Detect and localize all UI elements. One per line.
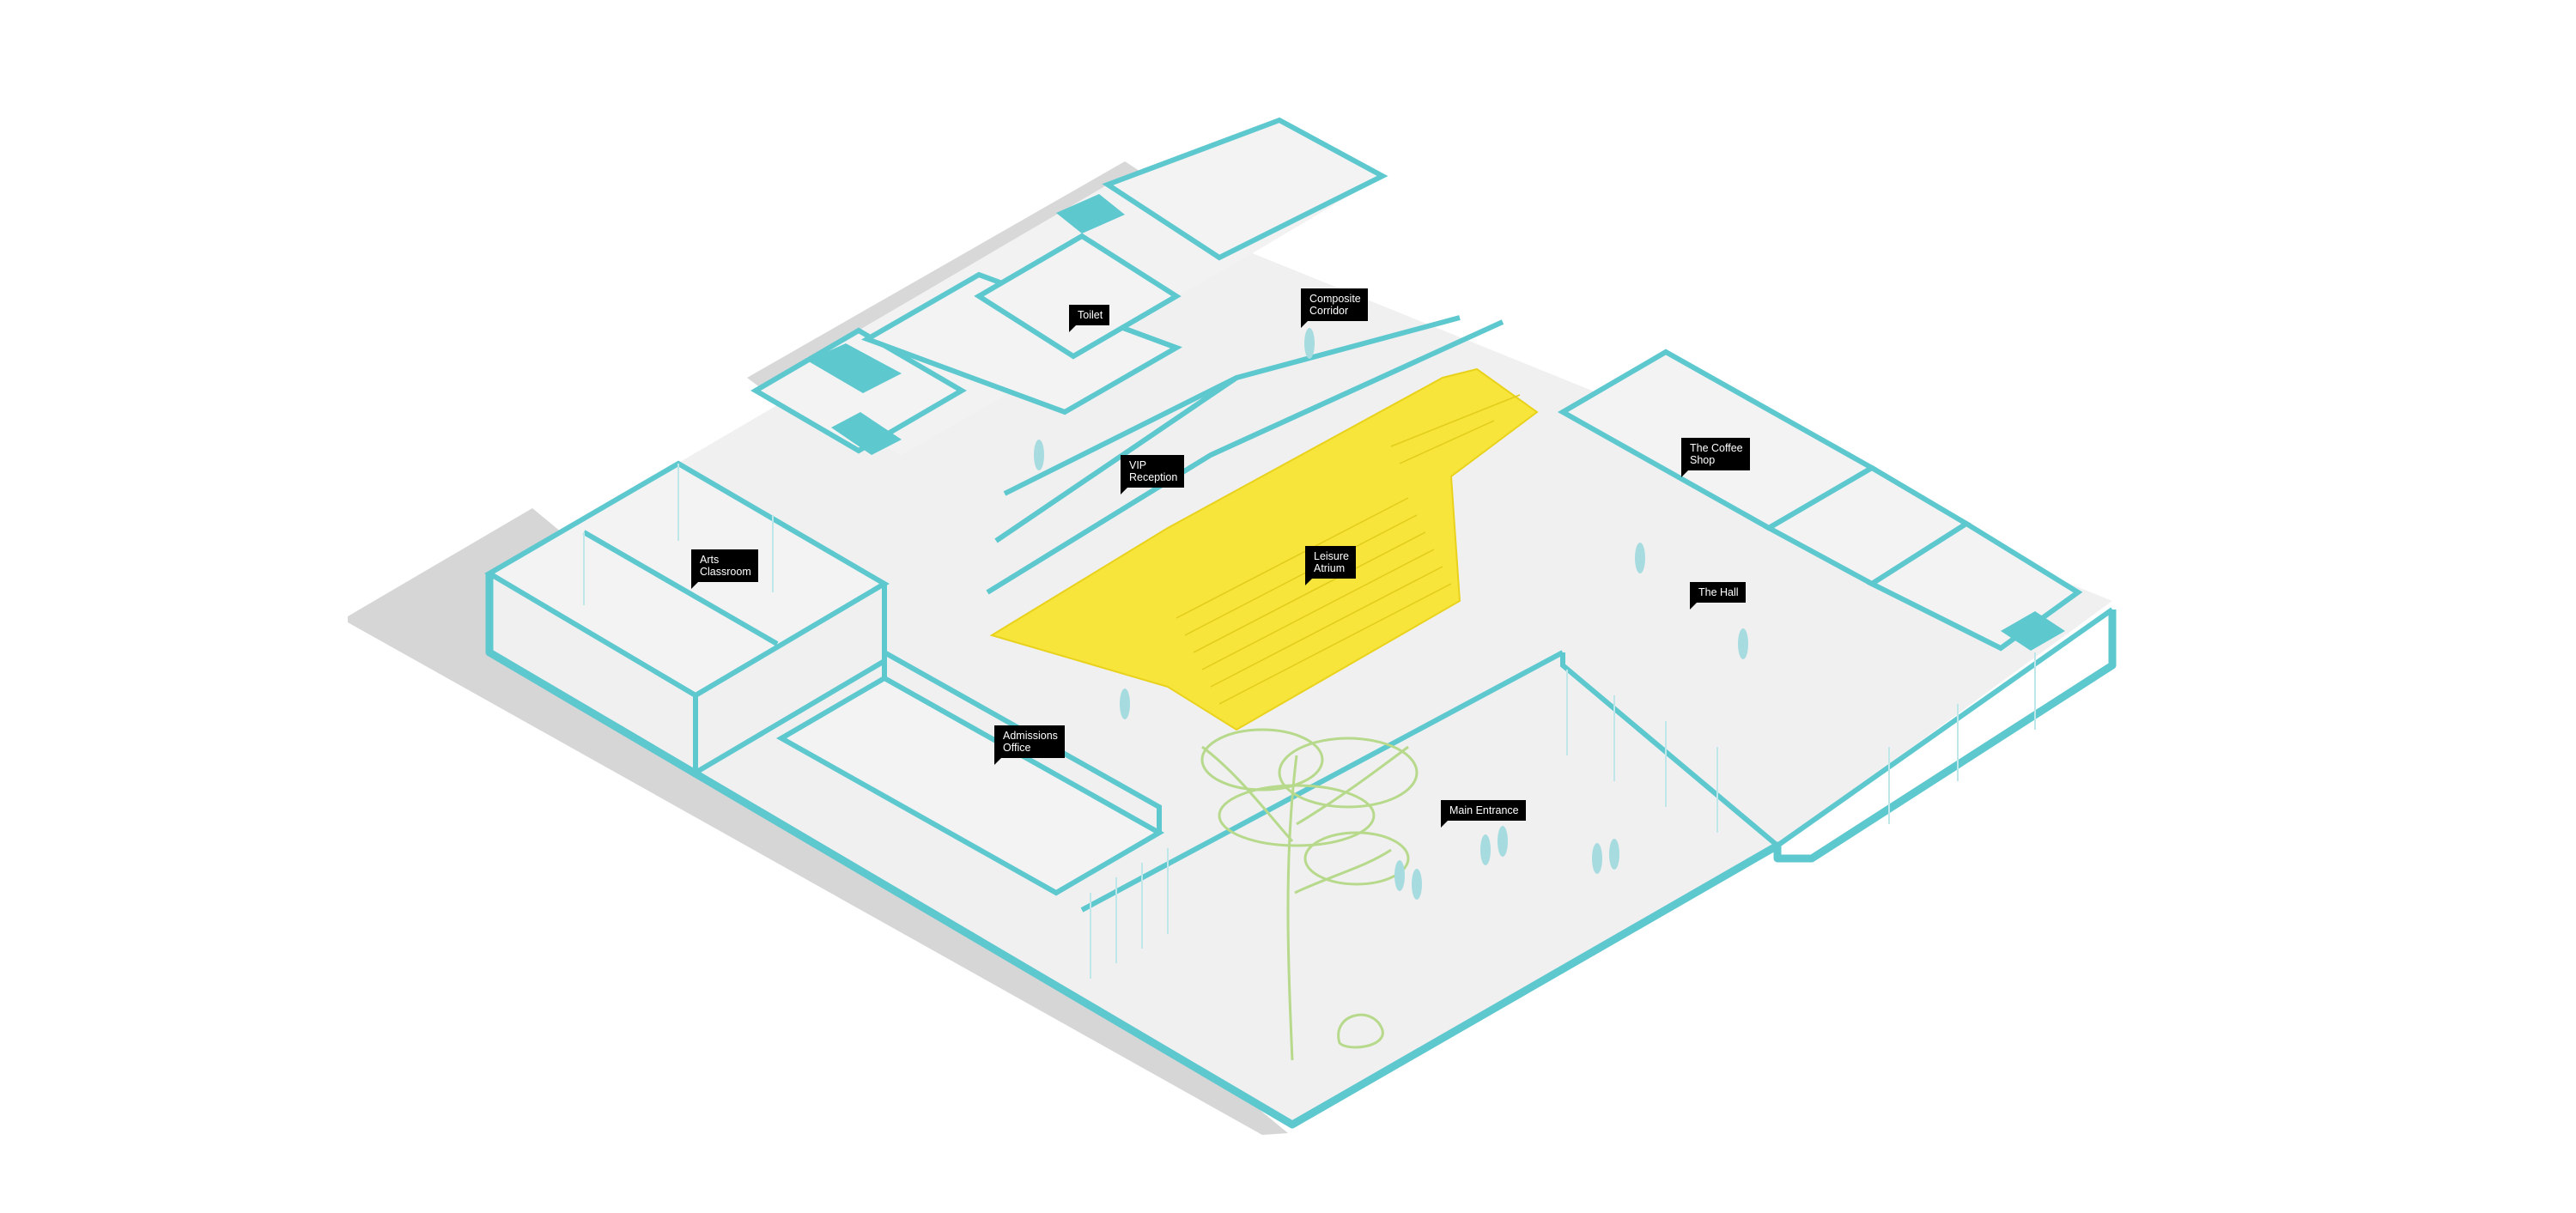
tree-icon: [1200, 728, 1419, 1061]
stair-left-2: [831, 412, 902, 455]
label-toilet: Toilet: [1069, 305, 1110, 332]
label-leisure-atrium: Leisure Atrium: [1305, 546, 1356, 585]
left-wing: [484, 460, 890, 778]
label-coffee-shop: The Coffee Shop: [1681, 438, 1750, 477]
leisure-atrium-zone: [989, 367, 1539, 731]
stair-upper: [1056, 194, 1125, 234]
label-main-entrance: Main Entrance: [1441, 800, 1526, 828]
right-wing-outer: [1560, 607, 2114, 848]
stair-left: [807, 343, 902, 393]
glass-facade: [1090, 652, 2036, 979]
corridor-walls: [986, 315, 1504, 595]
label-composite-corridor: Composite Corridor: [1301, 288, 1368, 328]
label-arts-classroom: Arts Classroom: [691, 549, 758, 589]
people-icons: [1034, 328, 1748, 900]
lower-block: [775, 647, 1564, 913]
label-admissions-office: Admissions Office: [994, 725, 1065, 765]
label-the-hall: The Hall: [1690, 582, 1746, 610]
label-vip-reception: VIP Reception: [1121, 455, 1185, 494]
left-wing-thin: [583, 464, 774, 605]
atrium-steps: [1176, 394, 1521, 705]
stair-right: [2001, 611, 2065, 651]
